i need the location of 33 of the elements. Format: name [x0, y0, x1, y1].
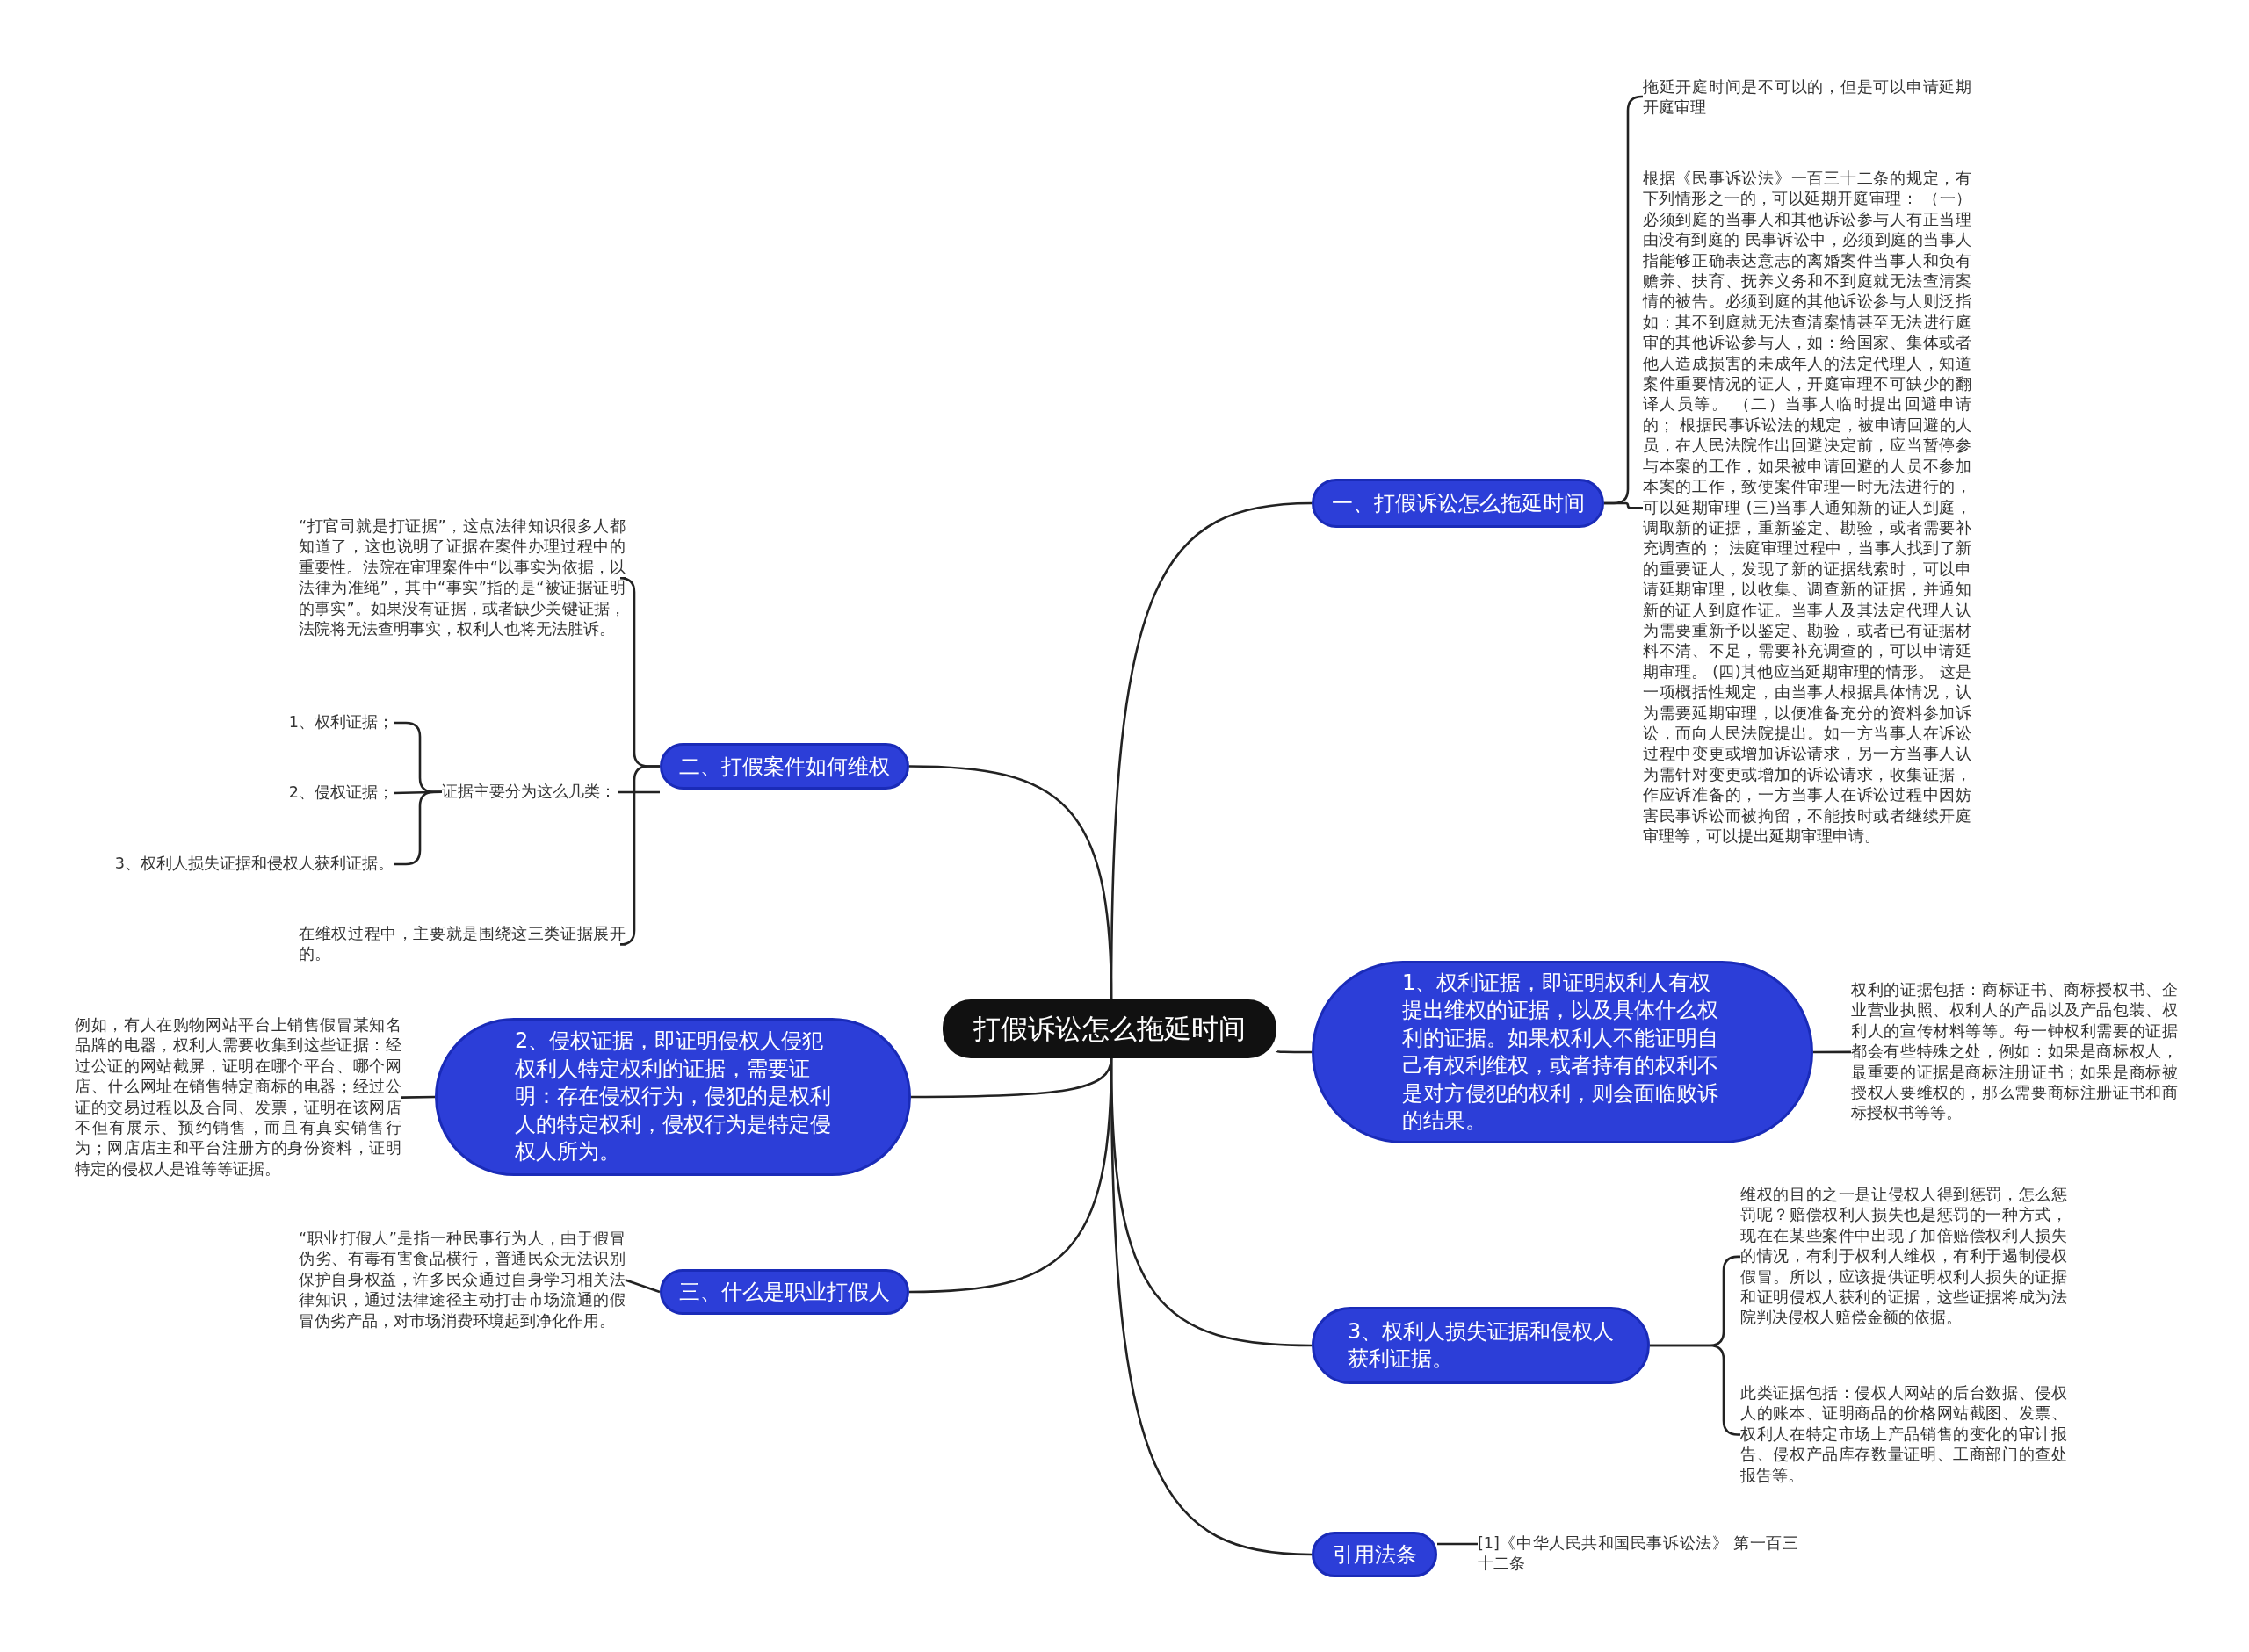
note-text: 证据主要分为这么几类： [442, 782, 618, 803]
connector-line [401, 1095, 436, 1099]
connector-line [908, 765, 1113, 1000]
note-text: 1、权利证据； [253, 712, 394, 733]
topic-box: 3、权利人损失证据和侵权人获利证据。 [1312, 1307, 1650, 1384]
note-text: 例如，有人在购物网站平台上销售假冒某知名品牌的电器，权利人需要收集到这些证据：经过公证的网站截屏，证明在哪个平台、哪个网店、什么网址在销售特定商标的电器；经过公证的交易过程以及合同、发票，证明在该网店不但有展示、预约销售，而且有真实销售行为；网店店主和平台注册方的身份资料，证明特定的侵权人是谁等等证据。 [75, 1015, 401, 1180]
connector-line [618, 790, 660, 794]
note-text: 此类证据包括：侵权人网站的后台数据、侵权人的账本、证明商品的价格网站截图、发票、权利人在特定市场上产品销售的变化的审计报告、侵权产品库存数量证明、工商部门的查处报告等。 [1740, 1383, 2067, 1487]
note-text: 根据《民事诉讼法》一百三十二条的规定，有下列情形之一的，可以延期开庭审理： （一）必须到庭的当事人和其他诉讼参与人有正当理由没有到庭的 民事诉讼中，必须到庭的当事人指能够正确表达意志的离婚案件当事人和负有赡养、扶育、抚养义务和不到庭就无法查清案情的被告。必须到庭的其他诉讼参与人则泛指如：其不到庭就无法查清案情甚至无法进行庭审的其他诉讼参与人，如：给国家、集体或者他人造成损害的未成年人的法定代理人，知道案件重要情况的证人，开庭审理不可缺少的翻译人员等。 （二）当事人临时提出回避申请的； 根据民事诉讼法的规定，被申请回避的人员，在人民法院作出回避决定前，应当暂停参与本案的工作，如果被申请回避的人员不参加本案的工作，致使案件审理一时无法进行的，可以延期审理 (三)当事人通知新的证人到庭，调取新的证据，重新鉴定、勘验，或者需要补充调查的； 法庭审理过程中，当事人找到了新的重要证人，发现了新的证据线索时，可以申请延期审理，以收集、调查新的证据，并通知新的证人到庭作证。当事人及其法定代理人认为需要重新予以鉴定、勘验，或者已有证据材料不清、不足，需要补充调查的，可以申请延期审理。 (四)其他应当延期审理的情形。 这是一项概括性规定，由当事人根据具体情况，认为需要延期审理，以便准备充分的资料参加诉讼，而向人民法院提出。如一方当事人在诉讼过程中变更或增加诉讼请求，另一方当事人认为需针对变更或增加的诉讼请求，收集证据，作应诉准备的，一方当事人在诉讼过程中因妨害民事诉讼而被拘留，不能按时或者继续开庭审理等，可以提出延期审理申请。 [1643, 169, 1971, 848]
note-text: [1]《中华人民共和国民事诉讼法》 第一百三十二条 [1478, 1533, 1798, 1575]
note-text: “打官司就是打证据”，这点法律知识很多人都知道了，这也说明了证据在案件办理过程中的重要性。法院在审理案件中“以事实为依据，以法律为准绳”，其中“事实”指的是“被证据证明的事实”。如果没有证据，或者缺少关键证据，法院将无法查明事实，权利人也将无法胜诉。 [299, 516, 626, 640]
topic-box: 一、打假诉讼怎么拖延时间 [1312, 479, 1604, 528]
note-text: 在维权过程中，主要就是围绕这三类证据展开的。 [299, 924, 626, 965]
connector-line [1604, 501, 1643, 509]
topic-box: 1、权利证据，即证明权利人有权提出维权的证据，以及具体什么权利的证据。如果权利人不能证明自己有权利维权，或者持有的权利不是对方侵犯的权利，则会面临败诉的结果。 [1312, 961, 1813, 1143]
topic-box: 2、侵权证据，即证明侵权人侵犯权利人特定权利的证据，需要证明：存在侵权行为，侵犯的是权利人的特定权利，侵权行为是特定侵权人所为。 [435, 1018, 911, 1176]
note-text: 3、权利人损失证据和侵权人获利证据。 [112, 854, 394, 875]
root-topic-box: 打假诉讼怎么拖延时间 [943, 999, 1276, 1058]
topic-box: 引用法条 [1312, 1532, 1437, 1577]
connector-line [1437, 1542, 1478, 1546]
note-text: 拖延开庭时间是不可以的，但是可以申请延期开庭审理 [1643, 77, 1971, 119]
connector-line [1813, 1050, 1851, 1054]
note-text: “职业打假人”是指一种民事行为人，由于假冒伪劣、有毒有害食品横行，普通民众无法识别保护自身权益，许多民众通过自身学习相关法律知识，通过法律途径主动打击市场流通的假冒伪劣产品，对市场消费环境起到净化作用。 [299, 1229, 626, 1332]
topic-box: 三、什么是职业打假人 [660, 1269, 909, 1315]
connector-line [1110, 1058, 1313, 1556]
connector-line [911, 1057, 1113, 1099]
note-text: 权利的证据包括：商标证书、商标授权书、企业营业执照、权利人的产品以及产品包装、权利人的宣传材料等等。每一钟权利需要的证据都会有些特殊之处，例如：如果是商标权人，最重要的证据是商标注册证书；如果是商标被授权人要维权的，那么需要商标注册证书和商标授权书等等。 [1851, 980, 2178, 1124]
note-text: 维权的目的之一是让侵权人得到惩罚，怎么惩罚呢？赔偿权利人损失也是惩罚的一种方式，现在在某些案件中出现了加倍赔偿权利人损失的情况，有利于权利人维权，有利于遏制侵权假冒。所以，应该提供证明权利人损失的证据和证明侵权人获利的证据，这些证据将成为法院判决侵权人赔偿金额的依据。 [1740, 1185, 2067, 1329]
connector-line [625, 1279, 661, 1294]
connector-line [1276, 1050, 1312, 1054]
topic-box: 二、打假案件如何维权 [660, 743, 909, 790]
note-text: 2、侵权证据； [253, 783, 394, 804]
connector-line [618, 765, 660, 946]
